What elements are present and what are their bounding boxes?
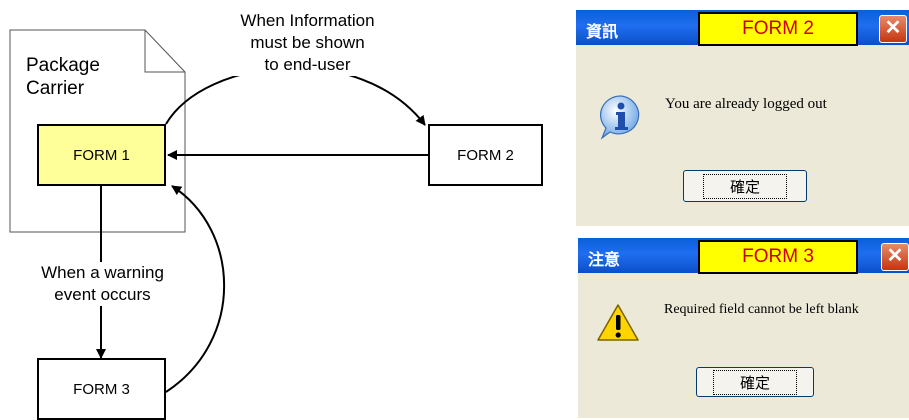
info-condition-label: When Information must be shown to end-us… [215,10,400,76]
warning-condition-label: When a warning event occurs [20,262,185,306]
form3-tag: FORM 3 [698,240,858,274]
form2-tag: FORM 2 [698,12,858,46]
info-dialog-title: 資訊 [586,22,619,41]
ok-button-label: 確定 [712,369,797,395]
ok-button[interactable]: 確定 [683,170,807,202]
warning-message: Required field cannot be left blank [664,302,859,317]
close-icon[interactable]: ✕ [881,243,909,271]
form1-box: FORM 1 [37,124,166,186]
ok-button[interactable]: 確定 [696,367,814,397]
warning-dialog-titlebar: 注意 FORM 3 ✕ [578,238,909,274]
package-carrier-label: Package Carrier [26,55,100,99]
info-dialog-titlebar: 資訊 FORM 2 ✕ [576,10,909,46]
warning-dialog: 注意 FORM 3 ✕ Required field cannot be lef… [578,238,909,418]
warning-dialog-title: 注意 [588,250,621,269]
info-icon [599,95,640,140]
ok-button-label: 確定 [702,173,787,199]
info-dialog: 資訊 FORM 2 ✕ You are already logged out 確… [576,10,909,226]
document-fold [144,30,185,73]
arrow-info-curve [165,66,426,126]
form2-box: FORM 2 [428,124,543,186]
close-icon[interactable]: ✕ [879,15,907,43]
arrow-form3-to-form1 [165,185,225,393]
warning-icon [597,304,639,341]
info-message: You are already logged out [665,96,827,112]
form3-box: FORM 3 [37,358,166,420]
